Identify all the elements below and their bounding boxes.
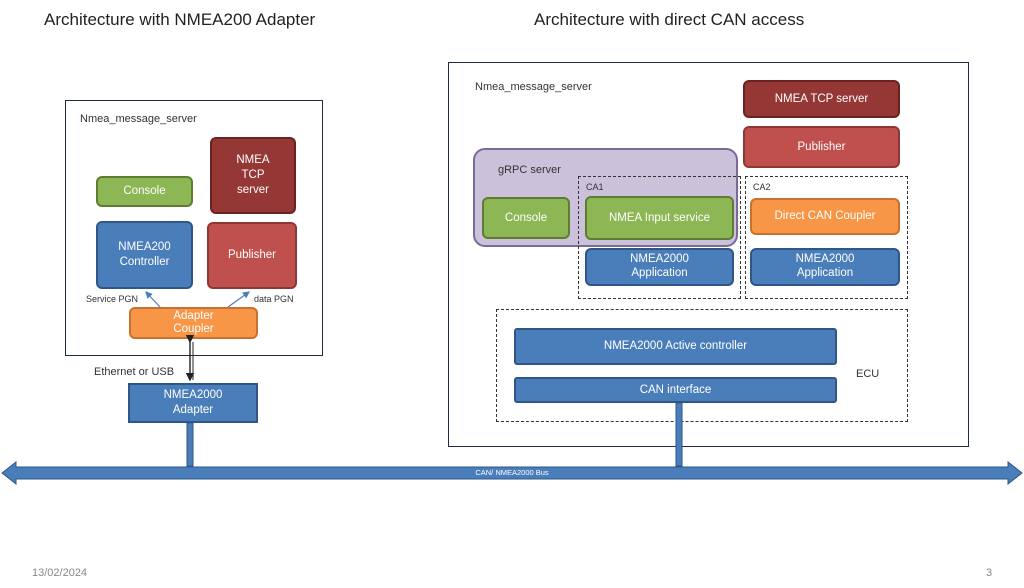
- can-interface-bus-drop: [675, 402, 683, 467]
- link-label: Ethernet or USB: [94, 366, 175, 378]
- ca2-group: [745, 176, 908, 299]
- left-publisher-box: Publisher: [207, 222, 297, 289]
- can-bus-arrow: [1, 460, 1023, 486]
- right-console-box: Console: [482, 197, 570, 239]
- left-controller-box: NMEA200 Controller: [96, 221, 193, 289]
- grpc-server-label: gRPC server: [498, 164, 561, 176]
- adapter-coupler-box: Adapter Coupler: [129, 307, 258, 339]
- service-pgn-arrow: [145, 291, 161, 308]
- service-pgn-label: Service PGN: [86, 294, 139, 304]
- ecu-group: [496, 309, 908, 422]
- footer-date: 13/02/2024: [32, 567, 88, 579]
- active-controller-box: NMEA2000 Active controller: [514, 328, 837, 365]
- left-tcp-server-box: NMEA TCP server: [210, 137, 296, 214]
- page-number: 3: [986, 567, 993, 579]
- ca1-label: CA1: [586, 182, 604, 192]
- data-pgn-arrow: [227, 291, 250, 308]
- bus-label: CAN/ NMEA2000 Bus: [475, 468, 549, 477]
- ca2-application-box: NMEA2000 Application: [750, 248, 900, 286]
- can-interface-box: CAN interface: [514, 377, 837, 403]
- ecu-label: ECU: [856, 368, 880, 380]
- ca2-label: CA2: [753, 182, 771, 192]
- ca1-group: [578, 176, 741, 299]
- nmea2000-adapter-box: NMEA2000 Adapter: [128, 383, 258, 423]
- right-tcp-server-box: NMEA TCP server: [743, 80, 900, 118]
- right-title: Architecture with direct CAN access: [534, 10, 805, 29]
- right-server-label: Nmea_message_server: [475, 81, 592, 93]
- adapter-bus-drop: [186, 422, 194, 467]
- direct-can-coupler-box: Direct CAN Coupler: [750, 198, 900, 235]
- left-title: Architecture with NMEA200 Adapter: [44, 10, 316, 29]
- data-pgn-label: data PGN: [254, 294, 294, 304]
- ca1-application-box: NMEA2000 Application: [585, 248, 734, 286]
- right-publisher-box: Publisher: [743, 126, 900, 168]
- left-console-box: Console: [96, 176, 193, 207]
- left-server-label: Nmea_message_server: [80, 113, 197, 125]
- nmea-input-service-box: NMEA Input service: [585, 196, 734, 240]
